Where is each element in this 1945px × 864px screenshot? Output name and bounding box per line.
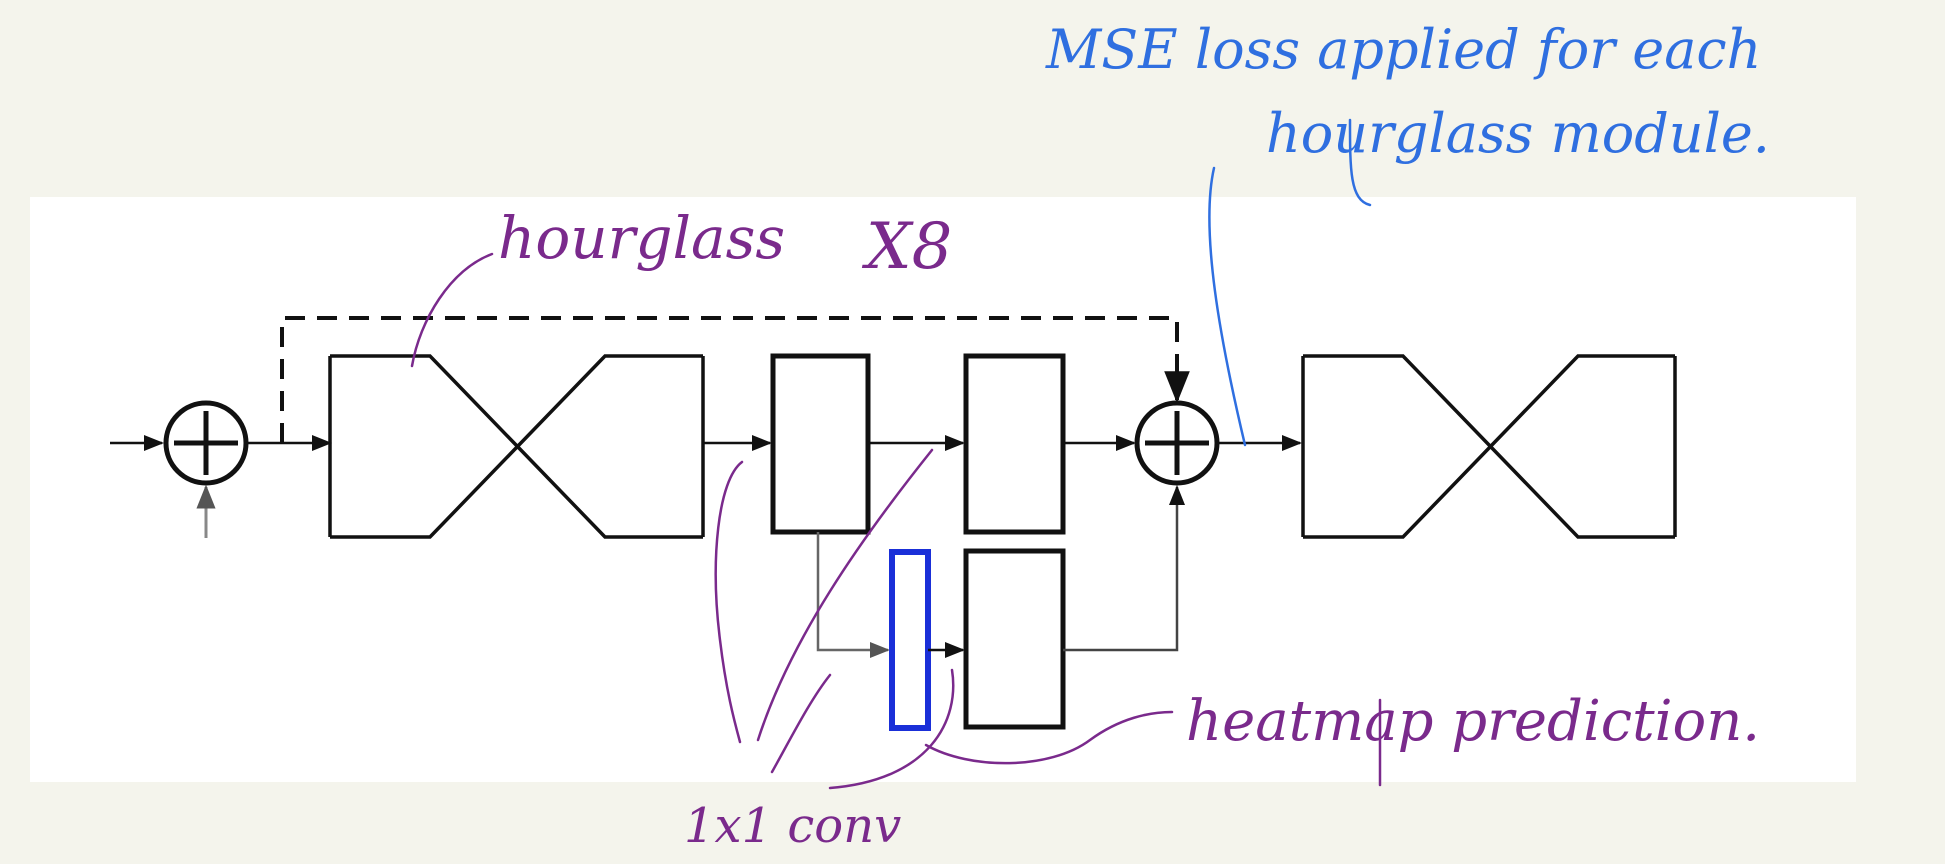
hourglass-icon	[328, 354, 705, 539]
hourglass-pointer	[410, 252, 494, 368]
conv-pointer-middle	[756, 448, 934, 742]
conv-block-3	[963, 548, 1066, 730]
remap-to-sum	[1063, 485, 1185, 652]
one-by-one-conv-label: 1x1 conv	[684, 798, 901, 854]
mse-label-line2: hourglass module.	[1266, 102, 1770, 165]
heatmap-conv-highlighted	[889, 549, 931, 731]
skip-connection-dashed	[280, 316, 1190, 443]
mse-label-line1: MSE loss applied for each	[1045, 18, 1761, 81]
branch-to-heatmap	[816, 532, 890, 658]
hourglass-label: hourglass	[498, 204, 785, 272]
diagram-panel	[30, 197, 1856, 782]
conv-pointer-left	[714, 460, 744, 744]
plus-circle-icon	[163, 400, 249, 486]
times-label: X8	[861, 210, 952, 284]
network-diagram	[110, 316, 1677, 731]
conv-pointer-lower	[770, 673, 832, 774]
heatmap-pointer	[924, 710, 1174, 765]
conv-pointer-bracket	[828, 668, 955, 790]
plus-circle-icon	[1134, 400, 1220, 486]
mse-underline-hook	[1348, 118, 1372, 207]
mse-pointer	[1208, 166, 1247, 447]
hourglass-icon	[1301, 354, 1677, 539]
heatmap-prediction-label: heatmap prediction.	[1186, 689, 1760, 754]
purple-annotation-strokes	[410, 252, 1382, 790]
